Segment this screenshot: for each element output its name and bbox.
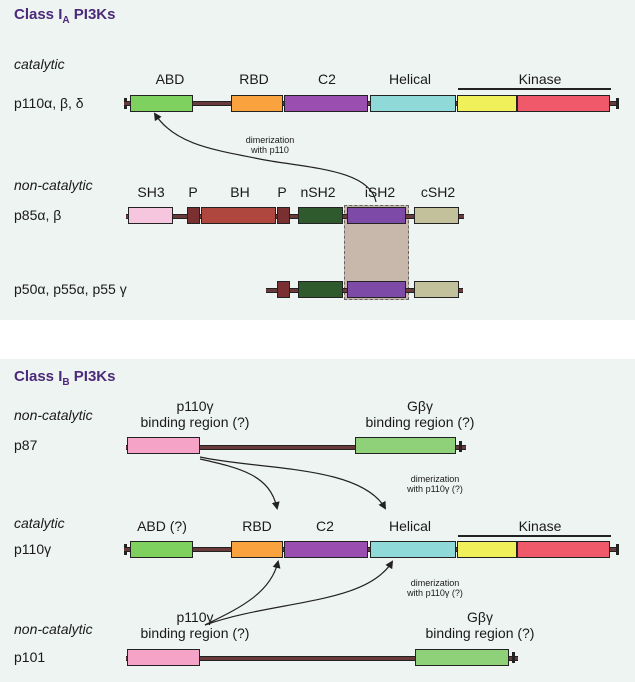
abd-q-label: ABD (?) xyxy=(137,518,187,534)
p87-to-rbd-arrow xyxy=(199,458,280,510)
ish2-label: iSH2 xyxy=(364,184,396,200)
sh3-label: SH3 xyxy=(137,184,165,200)
p50-nsh2-domain xyxy=(298,281,343,298)
rbd-domain xyxy=(231,95,283,112)
class-ia-panel xyxy=(0,0,635,320)
p50-ish2-domain xyxy=(347,281,406,298)
p50-name: p50α, p55α, p55 γ xyxy=(14,281,127,297)
catalytic-label: catalytic xyxy=(14,56,65,72)
p87-name: p87 xyxy=(14,437,38,453)
p101-to-c2-arrow xyxy=(204,560,281,626)
dimerization-arrow-a xyxy=(153,112,377,203)
p101-gbg-binding-region xyxy=(415,649,509,666)
p101-backbone xyxy=(126,656,518,661)
nsh2-label: nSH2 xyxy=(300,184,336,200)
abd-label: ABD xyxy=(155,71,185,87)
sh3-domain xyxy=(128,207,173,224)
rbd-label: RBD xyxy=(239,71,269,87)
kinase-bracket-b xyxy=(458,535,611,537)
kinase-label: Kinase xyxy=(518,71,562,87)
p-domain-1 xyxy=(187,207,200,224)
p87-gbg-binding-region xyxy=(355,437,456,454)
kinase-n-lobe xyxy=(457,95,517,112)
p-domain-2 xyxy=(277,207,290,224)
kinase-bracket xyxy=(458,88,611,90)
csh2-label: cSH2 xyxy=(420,184,456,200)
abd-domain xyxy=(130,95,193,112)
p85-backbone xyxy=(126,214,464,219)
class-ib-title: Class IB PI3Ks xyxy=(14,368,116,388)
p110g-rbd-domain xyxy=(231,541,283,558)
kinase-c-lobe xyxy=(517,95,610,112)
p110-abd-name: p110α, β, δ xyxy=(14,95,84,111)
c2-domain xyxy=(284,95,368,112)
class-ia-title: Class IA PI3Ks xyxy=(14,6,116,26)
p110g-c2-domain xyxy=(284,541,368,558)
p50-csh2-domain xyxy=(414,281,459,298)
helical-domain xyxy=(370,95,456,112)
catalytic-label-b: catalytic xyxy=(14,515,65,531)
p87-backbone xyxy=(126,445,466,450)
p85-name: p85α, β xyxy=(14,207,62,223)
c2-label: C2 xyxy=(318,71,336,87)
p110g-kinase-n-lobe xyxy=(457,541,517,558)
non-catalytic-label-a: non-catalytic xyxy=(14,177,93,193)
p-label-2: P xyxy=(277,184,287,200)
p110g-name: p110γ xyxy=(14,541,52,557)
helical-label-b: Helical xyxy=(388,518,431,534)
kinase-label-b: Kinase xyxy=(518,518,562,534)
rbd-label-b: RBD xyxy=(242,518,272,534)
p101-p110g-binding-region xyxy=(127,649,200,666)
csh2-domain xyxy=(414,207,459,224)
p50-p-domain xyxy=(277,281,290,298)
p101-to-helical-arrow xyxy=(204,560,394,626)
ish2-domain xyxy=(347,207,406,224)
p87-role-label: non-catalytic xyxy=(14,407,93,423)
helical-label: Helical xyxy=(388,71,431,87)
p-label-1: P xyxy=(188,184,198,200)
p110g-helical-domain xyxy=(370,541,456,558)
c2-label-b: C2 xyxy=(316,518,334,534)
p87-p110g-binding-region xyxy=(127,437,200,454)
p101-name: p101 xyxy=(14,649,46,665)
nsh2-domain xyxy=(298,207,343,224)
p101-role-label: non-catalytic xyxy=(14,621,93,637)
bh-label: BH xyxy=(230,184,250,200)
p110g-kinase-c-lobe xyxy=(517,541,610,558)
bh-domain xyxy=(201,207,276,224)
p110g-abd-domain xyxy=(130,541,193,558)
class-ib-panel xyxy=(0,359,635,682)
p87-to-helical-arrow xyxy=(199,456,387,510)
